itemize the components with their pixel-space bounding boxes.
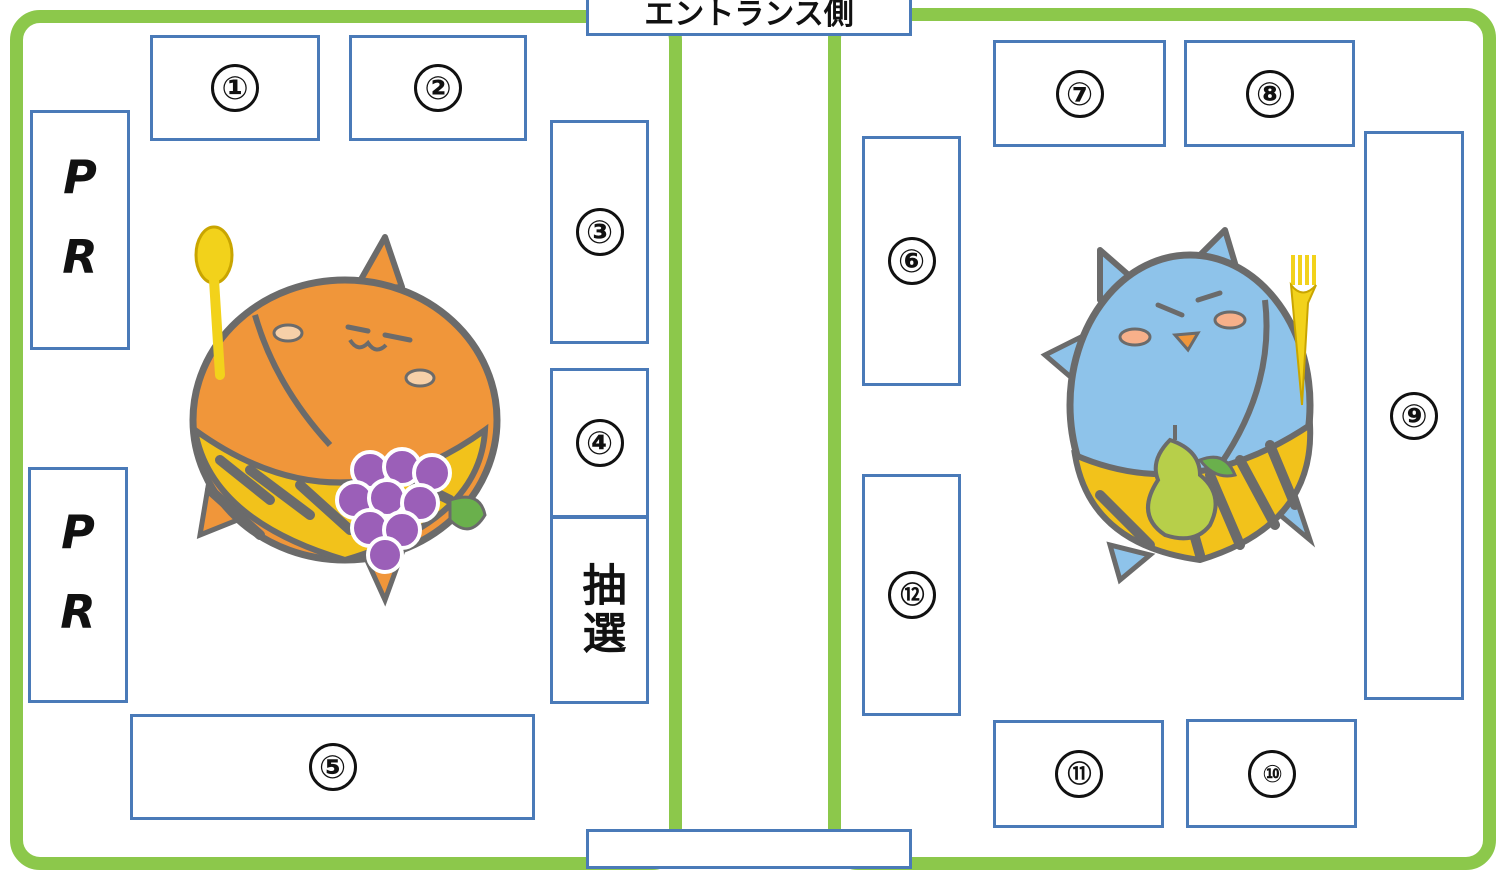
booth-9[interactable]: ⑨: [1364, 131, 1464, 700]
booth-2[interactable]: ②: [349, 35, 527, 141]
booth-7[interactable]: ⑦: [993, 40, 1166, 147]
entrance-label-text: エントランス側: [644, 0, 854, 32]
pr-label: PR: [51, 505, 105, 665]
mascot-blue-illustration: [1040, 227, 1317, 585]
booth-6[interactable]: ⑥: [862, 136, 961, 386]
booth-10[interactable]: ⑩: [1186, 719, 1357, 828]
bottom-label-box: [586, 829, 912, 869]
booth-number: ⑦: [1055, 69, 1104, 118]
booth-number: ②: [414, 64, 462, 112]
booth-1[interactable]: ①: [150, 35, 320, 141]
booth-12[interactable]: ⑫: [862, 474, 961, 716]
lottery-booth[interactable]: 抽選: [550, 516, 649, 704]
booth-4[interactable]: ④: [550, 368, 649, 518]
booth-number: ⑧: [1245, 69, 1294, 118]
booth-number: ③: [575, 208, 624, 256]
booth-number: ⑪: [1054, 750, 1103, 798]
booth-11[interactable]: ⑪: [993, 720, 1164, 828]
mascot-orange-illustration: [189, 225, 501, 607]
booth-3[interactable]: ③: [550, 120, 649, 344]
entrance-label: エントランス側: [586, 0, 912, 36]
pr-label: PR: [53, 150, 107, 310]
pr-booth-bottom[interactable]: PR: [28, 467, 128, 703]
pr-booth-top[interactable]: PR: [30, 110, 130, 350]
booth-5[interactable]: ⑤: [130, 714, 535, 820]
booth-number: ⑥: [887, 237, 936, 285]
booth-number: ⑤: [308, 743, 357, 791]
booth-8[interactable]: ⑧: [1184, 40, 1355, 147]
booth-number: ⑨: [1390, 391, 1438, 440]
booth-number: ⑫: [887, 571, 936, 619]
booth-number: ⑩: [1247, 749, 1296, 798]
booth-number: ④: [575, 419, 624, 467]
lottery-label: 抽選: [574, 562, 626, 658]
booth-number: ①: [211, 64, 259, 112]
